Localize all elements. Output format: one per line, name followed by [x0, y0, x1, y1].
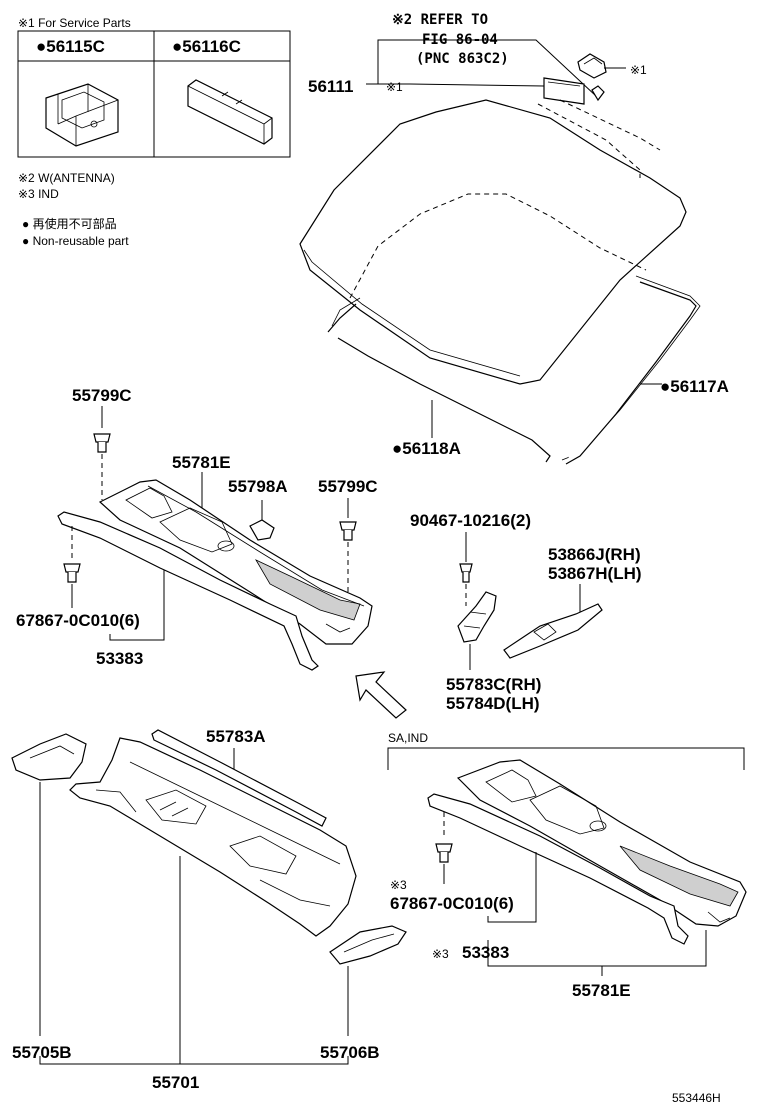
seal-53866J	[503, 603, 603, 659]
windshield-glass	[299, 99, 701, 465]
label-55783A: 55783A	[206, 727, 266, 746]
label-53866J: 53866J(RH)	[548, 545, 641, 564]
clip-67867-a	[63, 563, 81, 583]
service-parts-box: ※1 For Service Parts ●56115C ●56116C ※2 …	[17, 16, 291, 248]
strip-56116C-drawing	[187, 79, 273, 145]
clip-55799C-b	[339, 521, 357, 541]
cowl-louver-55781E-b	[456, 759, 747, 927]
direction-arrow	[355, 671, 407, 719]
label-55781E-a: 55781E	[172, 453, 231, 472]
label-55705B: 55705B	[12, 1043, 72, 1062]
nonreusable-en: ● Non-reusable part	[22, 234, 129, 248]
label-56111: 56111	[308, 77, 353, 96]
seal-53383-a	[57, 511, 319, 671]
label-53383-a: 53383	[96, 649, 143, 668]
clip-55799C-a	[93, 433, 111, 453]
extension-55706B	[329, 925, 407, 965]
label-53383-b: 53383	[462, 943, 509, 962]
extension-55705B	[11, 733, 87, 781]
label-55799C-a: 55799C	[72, 386, 132, 405]
label-55701: 55701	[152, 1073, 199, 1092]
label-56118A: ●56118A	[392, 439, 461, 458]
label-67867-b: 67867-0C010(6)	[390, 894, 514, 913]
label-56117A: ●56117A	[660, 377, 729, 396]
mirror-base-part	[366, 77, 585, 105]
cowl-louver-55781E-a	[98, 479, 373, 645]
note-antenna: ※2 W(ANTENNA)	[18, 171, 115, 185]
note-ind: ※3 IND	[18, 187, 59, 201]
cowl-panel-55701	[69, 737, 357, 937]
nonreusable-jp: ● 再使用不可部品	[22, 216, 117, 231]
label-55781E-b: 55781E	[572, 981, 631, 1000]
figure-id: 553446H	[672, 1091, 721, 1105]
clip-55798A	[249, 519, 275, 541]
label-67867-a: 67867-0C010(6)	[16, 611, 140, 630]
service-parts-title: ※1 For Service Parts	[18, 16, 131, 30]
label-55706B: 55706B	[320, 1043, 380, 1062]
mark-3-a: ※3	[390, 878, 407, 892]
clip-67867-b	[435, 843, 453, 863]
label-55784D: 55784D(LH)	[446, 694, 540, 713]
mark-1-b: ※1	[630, 63, 647, 77]
part-label-56115C: ●56115C	[36, 37, 105, 56]
label-sa-ind: SA,IND	[388, 731, 428, 745]
label-55799C-b: 55799C	[318, 477, 378, 496]
refer-line-1: ※2 REFER TO	[392, 12, 488, 28]
mark-1-a: ※1	[386, 80, 403, 94]
bolt-90467	[459, 563, 473, 583]
bracket-55783C	[457, 591, 497, 643]
label-90467: 90467-10216(2)	[410, 511, 531, 530]
part-label-56116C: ●56116C	[172, 37, 241, 56]
antenna-connector-part	[537, 53, 661, 178]
refer-note: ※2 REFER TO FIG 86-04 (PNC 863C2)	[377, 12, 597, 97]
label-55783C: 55783C(RH)	[446, 675, 541, 694]
clip-56115C-drawing	[45, 83, 119, 147]
seal-55783A	[151, 729, 327, 827]
refer-line-3: (PNC 863C2)	[416, 51, 509, 67]
seal-53383-b	[427, 793, 689, 945]
label-55798A: 55798A	[228, 477, 288, 496]
mark-3-b: ※3	[432, 947, 449, 961]
label-53867H: 53867H(LH)	[548, 564, 642, 583]
